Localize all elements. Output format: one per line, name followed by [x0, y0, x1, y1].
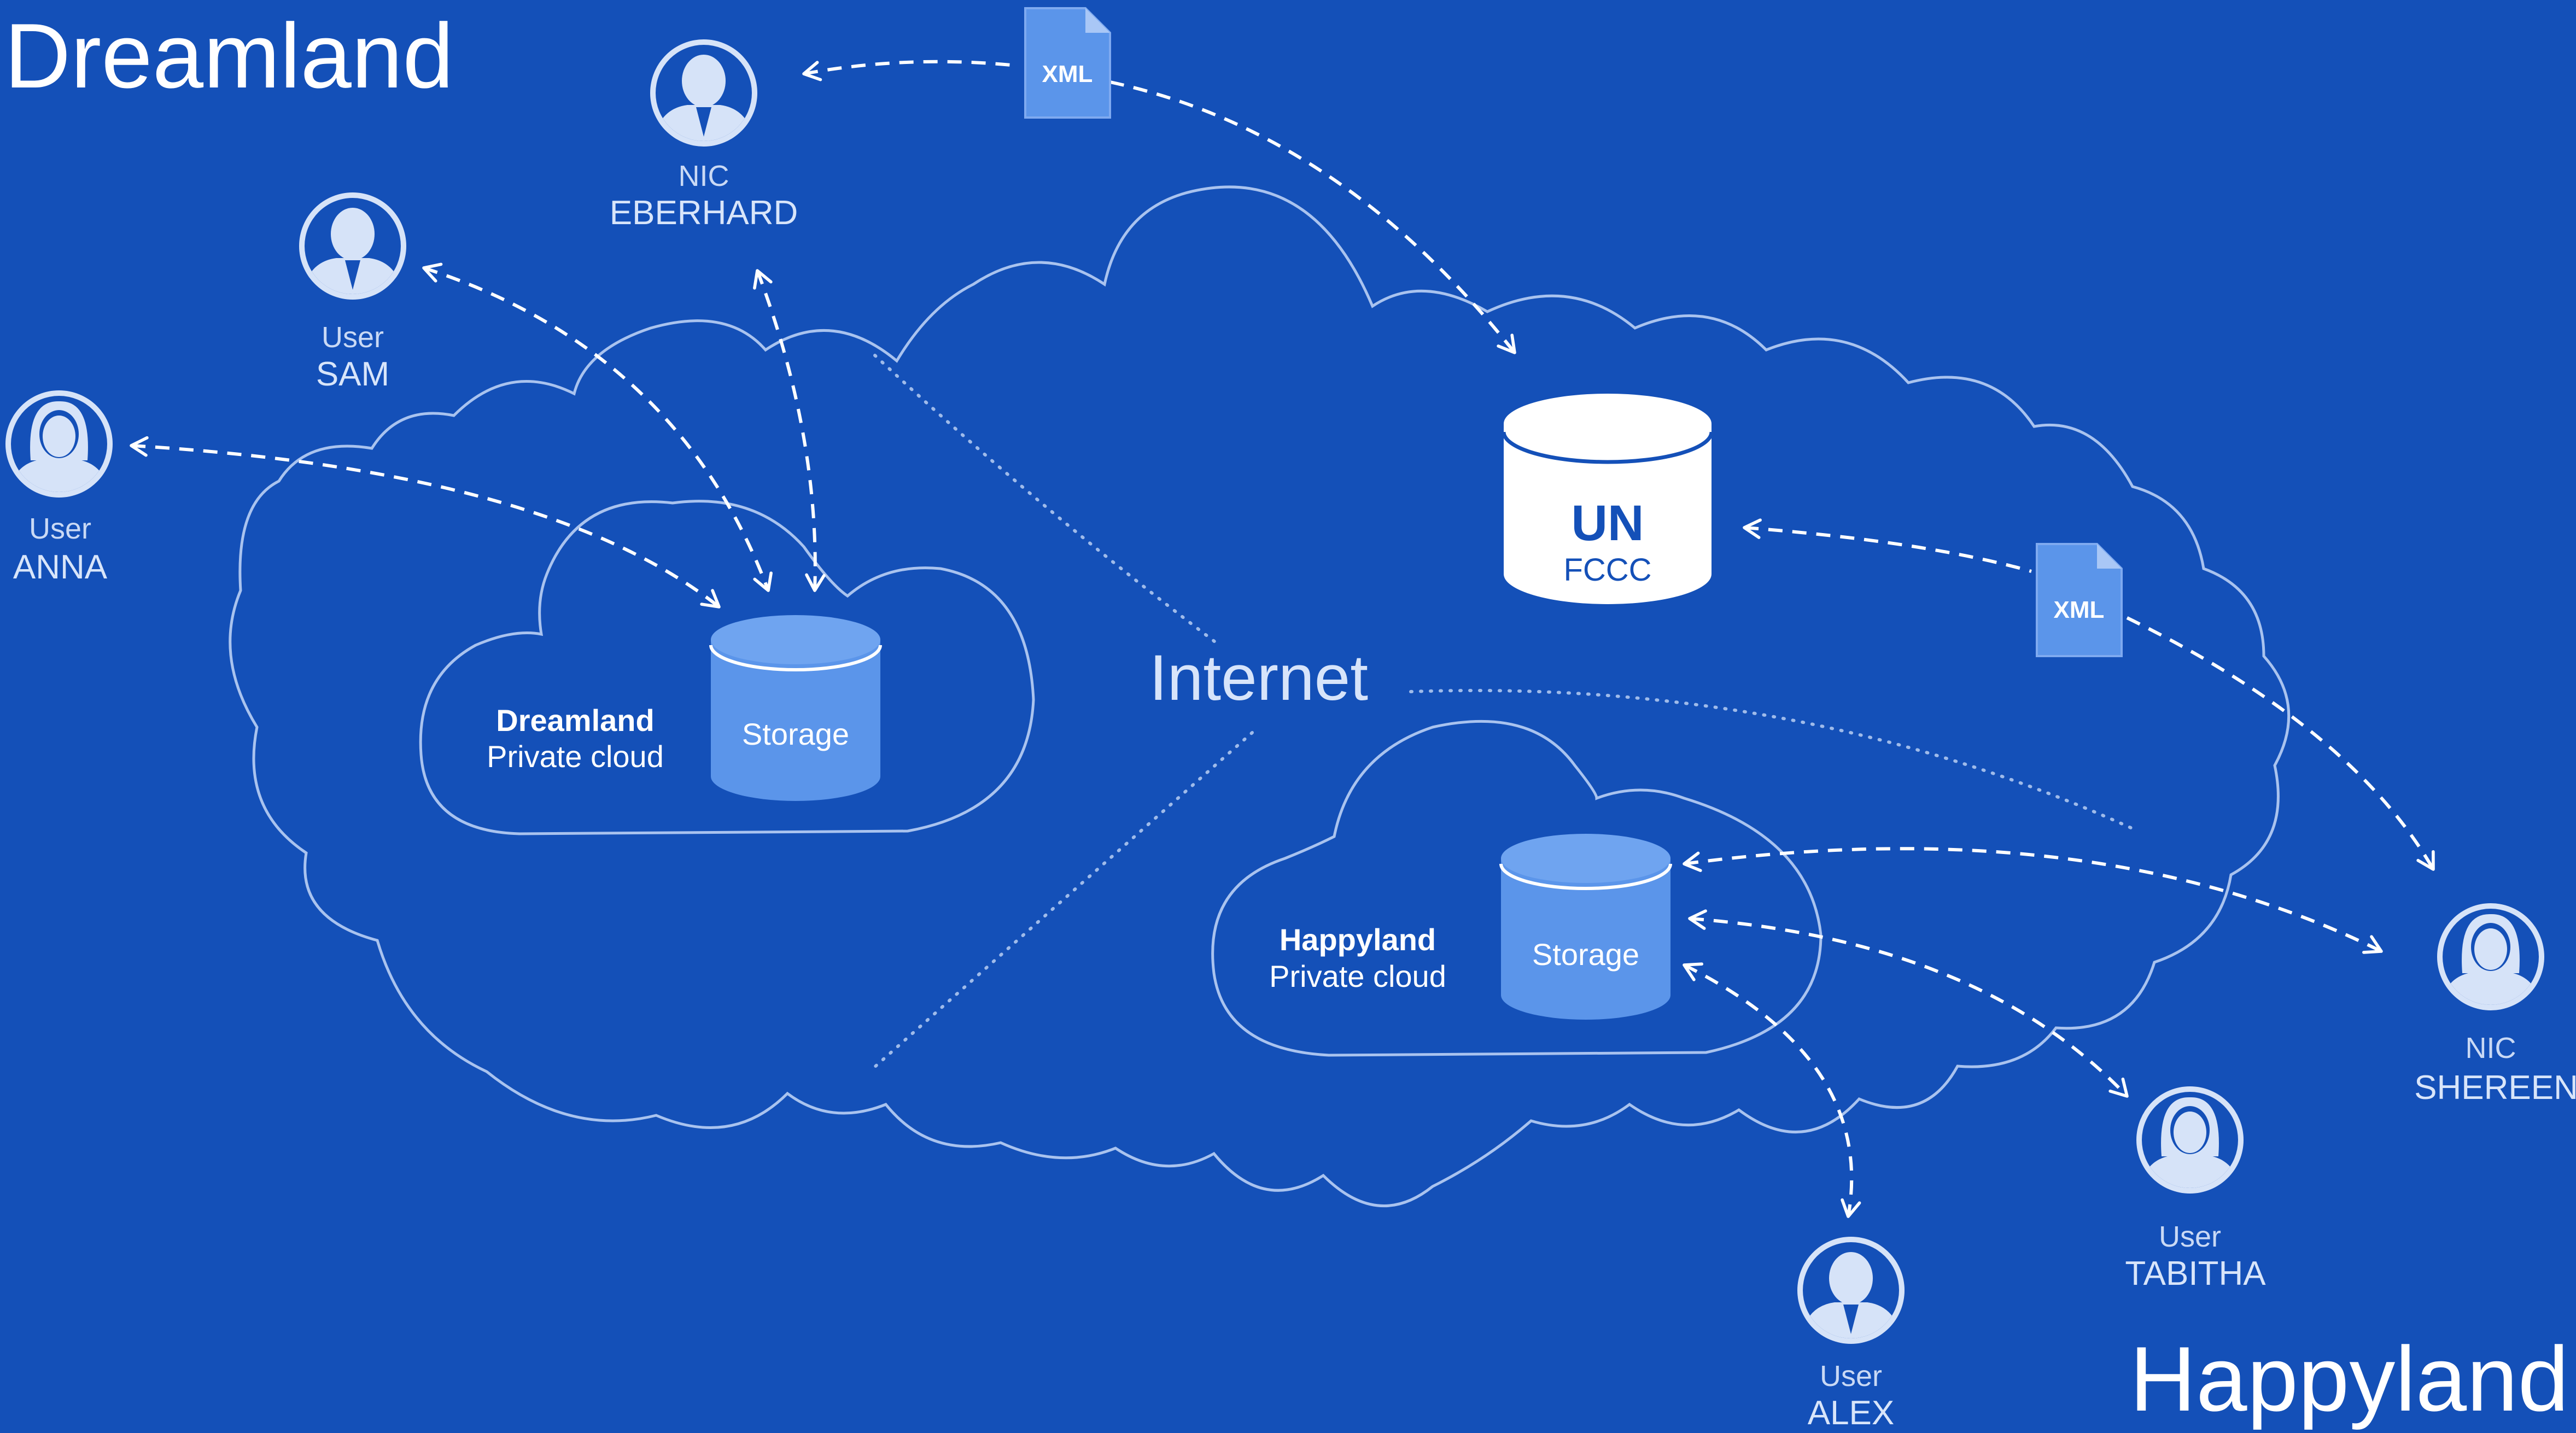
arrow-unfccc-xml — [1743, 518, 2032, 573]
xml-document-label-right: XML — [2054, 596, 2105, 623]
shereen-name: SHEREEN — [2414, 1069, 2576, 1107]
xml-document-icon — [2036, 543, 2123, 657]
arrow-eberhard-xml — [802, 60, 1018, 81]
arrow-happyland-storage-alex — [1683, 962, 1861, 1218]
eberhard-avatar — [650, 39, 757, 153]
arrow-sam-dreamland-storage — [422, 262, 773, 592]
anna-role: User — [29, 512, 91, 545]
arrow-happyland-storage-shereen — [1683, 847, 2383, 954]
alex-role: User — [1820, 1360, 1882, 1393]
internet-dotted-line-top — [873, 354, 1221, 647]
dreamland-storage-cylinder — [709, 615, 882, 801]
dreamland-cloud-subtitle: Private cloud — [487, 739, 664, 774]
alex-avatar — [1797, 1237, 1905, 1350]
happyland-cloud-name: Happyland — [1280, 922, 1436, 957]
happyland-storage-cylinder — [1499, 834, 1672, 1020]
tabitha-role: User — [2159, 1220, 2221, 1253]
region-title-happyland: Happyland — [2130, 1327, 2569, 1430]
shereen-avatar — [2437, 903, 2544, 1017]
anna-name: ANNA — [13, 548, 108, 586]
internet-label: Internet — [1149, 642, 1368, 714]
alex-name: ALEX — [1808, 1394, 1895, 1432]
xml-document-icon — [1024, 7, 1111, 119]
tabitha-avatar — [2136, 1086, 2244, 1200]
dreamland-cloud-name: Dreamland — [496, 703, 654, 738]
arrow-eberhard-dreamland-storage — [753, 269, 826, 592]
arrow-xml-shereen — [2126, 616, 2435, 871]
eberhard-name: EBERHARD — [610, 194, 798, 232]
sam-role: User — [322, 321, 384, 354]
unfccc-title: UN — [1572, 495, 1644, 551]
happyland-cloud-subtitle: Private cloud — [1269, 959, 1446, 993]
internet-dotted-line-bottom — [868, 731, 1254, 1073]
arrow-happyland-storage-tabitha — [1688, 909, 2129, 1098]
dreamland-storage-label: Storage — [742, 717, 849, 751]
region-title-dreamland: Dreamland — [4, 4, 454, 107]
eberhard-role: NIC — [679, 160, 729, 192]
unfccc-subtitle: FCCC — [1563, 552, 1651, 588]
shereen-role: NIC — [2466, 1032, 2516, 1064]
sam-avatar — [299, 192, 406, 306]
arrow-xml-unfccc — [1109, 80, 1516, 354]
unfccc-database-cylinder — [1502, 394, 1714, 604]
arrow-anna-dreamland-storage — [130, 436, 721, 609]
anna-avatar — [5, 390, 113, 504]
xml-document-label-top: XML — [1042, 61, 1093, 87]
internet-dotted-line-right — [1409, 688, 2140, 833]
happyland-storage-label: Storage — [1532, 937, 1639, 972]
sam-name: SAM — [316, 355, 389, 393]
tabitha-name: TABITHA — [2125, 1255, 2266, 1292]
